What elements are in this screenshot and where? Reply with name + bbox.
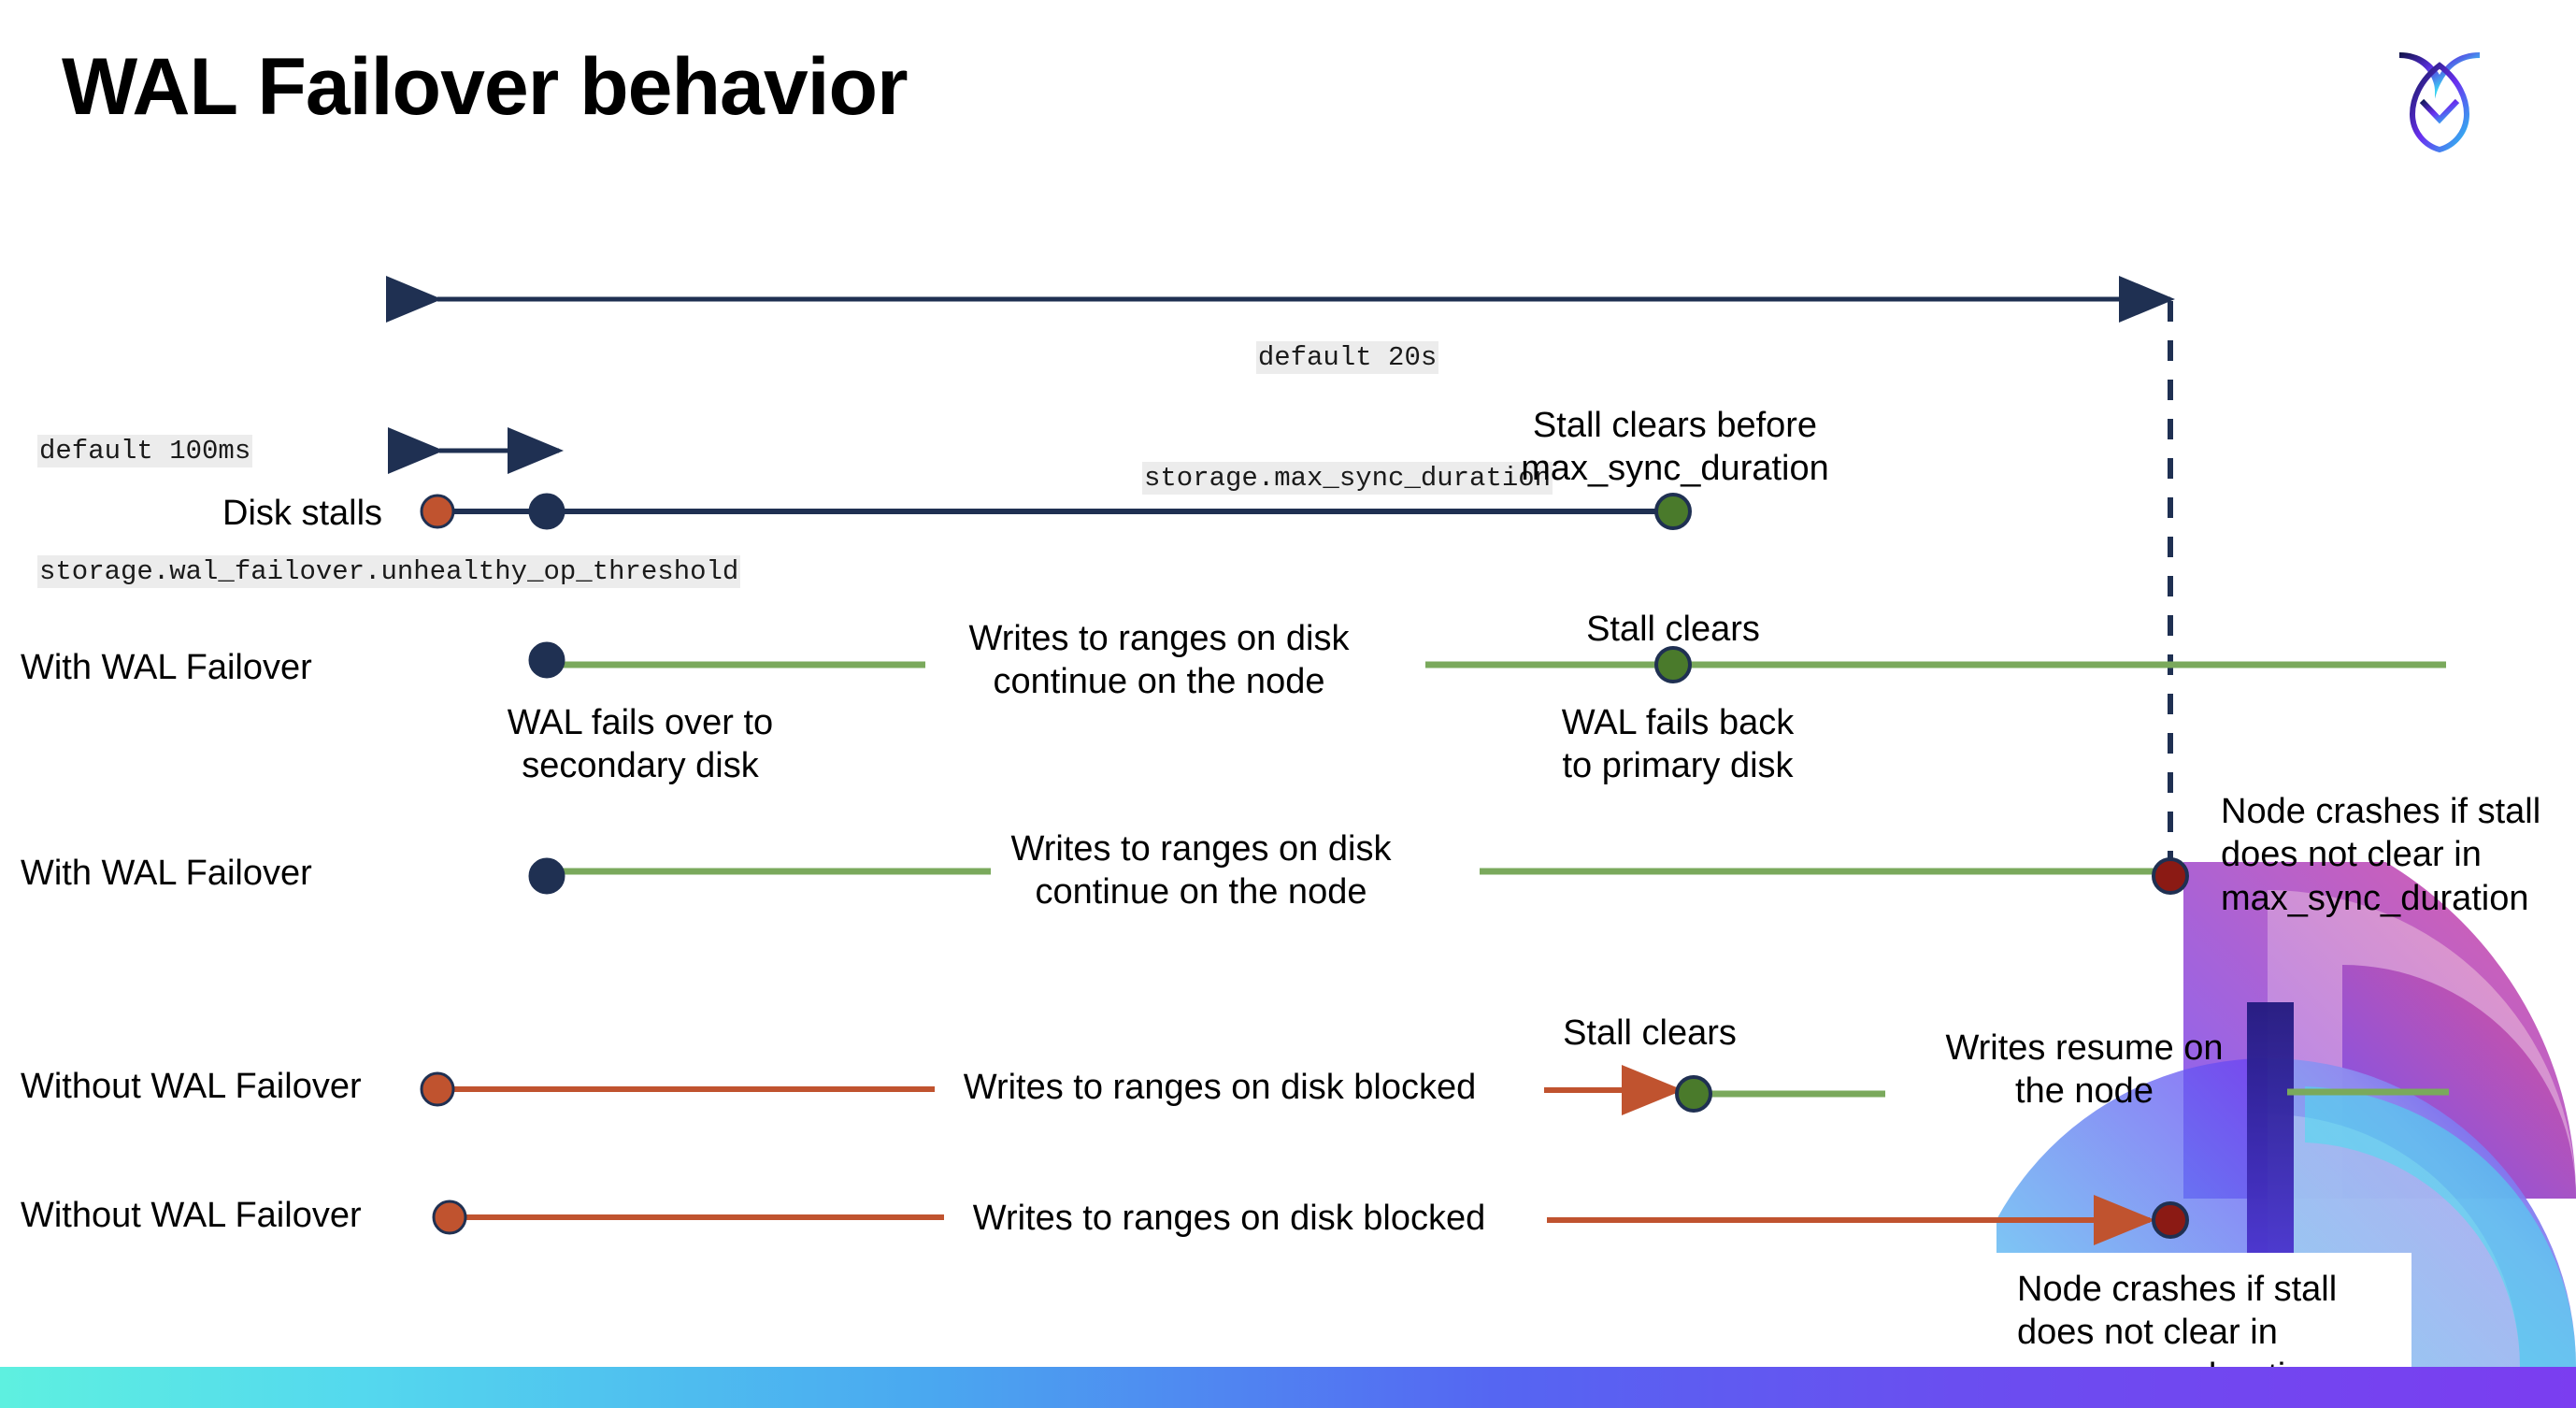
note-writes-blocked-1: Writes to ranges on disk blocked [963,1068,1477,1107]
note-stall-clears-2: Stall clears [1563,1013,1737,1053]
note-writes-resume: Writes resume on the node [1945,1028,2224,1112]
max-sync-duration-name: storage.max_sync_duration [1142,461,1553,495]
row-label-with-wal-failover-1: With WAL Failover [21,648,312,687]
note-node-crashes-1: Node crashes if stall does not clear in … [2221,792,2541,918]
note-writes-blocked-2: Writes to ranges on disk blocked [972,1199,1486,1238]
max-sync-duration-default: default 20s [1255,340,1439,374]
unhealthy-op-threshold-name: storage.wal_failover.unhealthy_op_thresh… [37,554,741,588]
note-writes-continue-2: Writes to ranges on disk continue on the… [1010,829,1392,912]
note-stall-clears-1: Stall clears [1586,610,1760,649]
note-wal-fails-over: WAL fails over to secondary disk [507,703,774,786]
page-title: WAL Failover behavior [62,42,909,132]
row-label-disk-stalls: Disk stalls [222,494,383,533]
cockroachdb-logo-icon [2388,32,2491,153]
note-stall-clears-before-max-sync: Stall clears before max_sync_duration [1521,406,1829,489]
row-label-without-wal-failover-2: Without WAL Failover [21,1196,362,1235]
unhealthy-op-threshold-default: default 100ms [37,434,253,467]
note-wal-fails-back: WAL fails back to primary disk [1561,703,1795,786]
unhealthy-op-threshold-annotation: default 100ms storage.wal_failover.unhea… [37,352,741,672]
bottom-gradient-bar [0,1367,2576,1408]
max-sync-duration-annotation: default 20s storage.max_sync_duration [1142,258,1553,579]
row-with-wal-failover-clears-graphics [528,641,2446,683]
note-writes-continue-1: Writes to ranges on disk continue on the… [968,619,1350,702]
row-label-without-wal-failover-1: Without WAL Failover [21,1067,362,1106]
row-label-with-wal-failover-2: With WAL Failover [21,854,312,893]
